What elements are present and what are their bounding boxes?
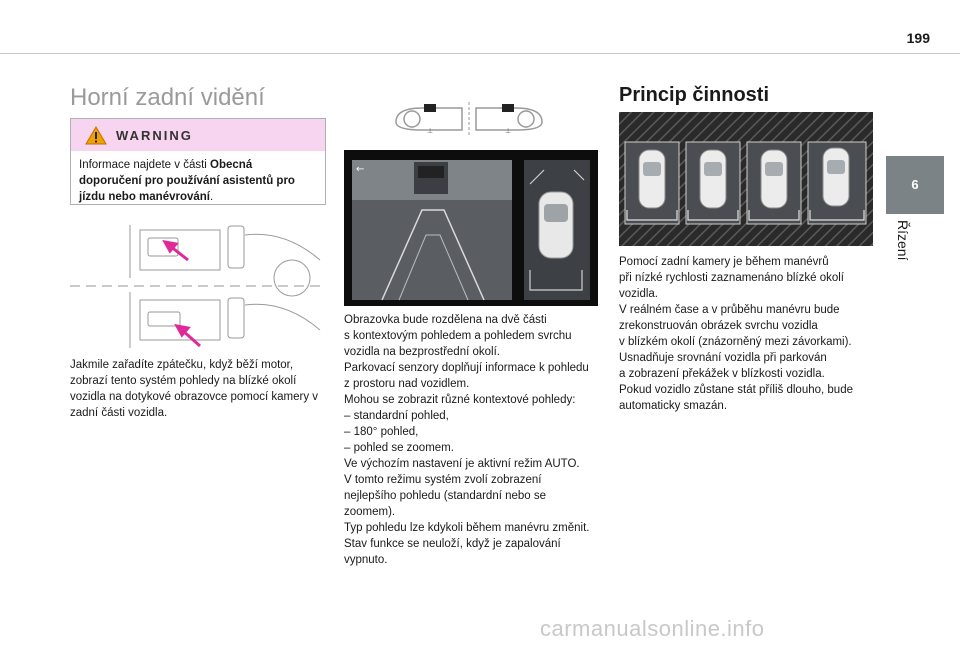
watermark: carmanualsonline.info: [540, 616, 765, 641]
column3-text: Pomocí zadní kamery je během manévrů při…: [619, 254, 881, 414]
column2-line: zoomem).: [344, 506, 396, 518]
column3-line: a zobrazení překážek v blízkosti vozidla…: [619, 368, 825, 380]
rear-camera-location-illustration: [70, 225, 326, 348]
column2-line: s kontextovým pohledem a pohledem svrchu: [344, 330, 572, 342]
section-title: Horní zadní vidění: [70, 84, 265, 111]
svg-text:⊥: ⊥: [427, 127, 433, 135]
column3-line: Usnadňuje srovnání vozidla při parkován: [619, 352, 827, 364]
column3-line: zrekonstruován obrázek svrchu vozidla: [619, 320, 818, 332]
column2-line: vozidla na bezprostřední okolí.: [344, 346, 500, 358]
warning-text-plain: Informace najdete v části: [79, 159, 211, 171]
warning-text: Informace najdete v části Obecná doporuč…: [71, 151, 325, 211]
warning-label: WARNING: [116, 128, 193, 143]
column2-line: – pohled se zoomem.: [344, 442, 454, 454]
warning-text-end: .: [210, 191, 214, 203]
page-number: 199: [906, 30, 930, 46]
header-rule: [0, 53, 960, 54]
column2-line: z prostoru nad vozidlem.: [344, 378, 470, 390]
column2-line: – 180° pohled,: [344, 426, 419, 438]
view-mode-illustration: ⊥ ⊥: [395, 102, 543, 136]
chapter-title: Řízení: [893, 220, 917, 290]
column2-line: – standardní pohled,: [344, 410, 449, 422]
split-screen-camera-illustration: ←: [344, 150, 598, 306]
chapter-title-text: Řízení: [895, 220, 911, 261]
column2-text: Obrazovka bude rozdělena na dvě části s …: [344, 312, 606, 568]
column3-line: Pokud vozidlo zůstane stát příliš dlouho…: [619, 384, 853, 396]
column2-line: V tomto režimu systém zvolí zobrazení: [344, 474, 542, 486]
warning-triangle-icon: [85, 126, 107, 145]
column3-line: v blízkém okolí (znázorněný mezi závorka…: [619, 336, 852, 348]
warning-text-bold: Obecná doporučení pro používání asistent…: [79, 159, 295, 203]
column2-line: Mohou se zobrazit různé kontextové pohle…: [344, 394, 576, 406]
svg-text:⊥: ⊥: [505, 127, 511, 135]
column2-line: Stav funkce se neuloží, když je zapalová…: [344, 538, 561, 550]
principle-title: Princip činnosti: [619, 84, 770, 106]
column2-line: Typ pohledu lze kdykoli během manévru zm…: [344, 522, 590, 534]
chapter-tab[interactable]: 6: [886, 156, 944, 214]
column3-line: při nízké rychlosti zaznamenáno blízké o…: [619, 272, 844, 284]
column2-line: Parkovací senzory doplňují informace k p…: [344, 362, 589, 374]
column1-paragraph: Jakmile zařadíte zpátečku, když běží mot…: [70, 359, 319, 419]
column2-line: Obrazovka bude rozdělena na dvě části: [344, 314, 547, 326]
warning-box: WARNING Informace najdete v části Obecná…: [70, 118, 326, 205]
column2-line: vypnuto.: [344, 554, 388, 566]
column3-line: V reálném čase a v průběhu manévru bude: [619, 304, 840, 316]
svg-text:←: ←: [356, 164, 364, 175]
column2-line: Ve výchozím nastavení je aktivní režim A…: [344, 458, 580, 470]
column2-line: nejlepšího pohledu (standardní nebo se: [344, 490, 547, 502]
column3-line: automaticky smazán.: [619, 400, 728, 412]
warning-header: WARNING: [71, 119, 325, 151]
top-view-sequence-illustration: [619, 112, 873, 246]
column3-line: Pomocí zadní kamery je během manévrů: [619, 256, 829, 268]
column3-line: vozidla.: [619, 288, 658, 300]
